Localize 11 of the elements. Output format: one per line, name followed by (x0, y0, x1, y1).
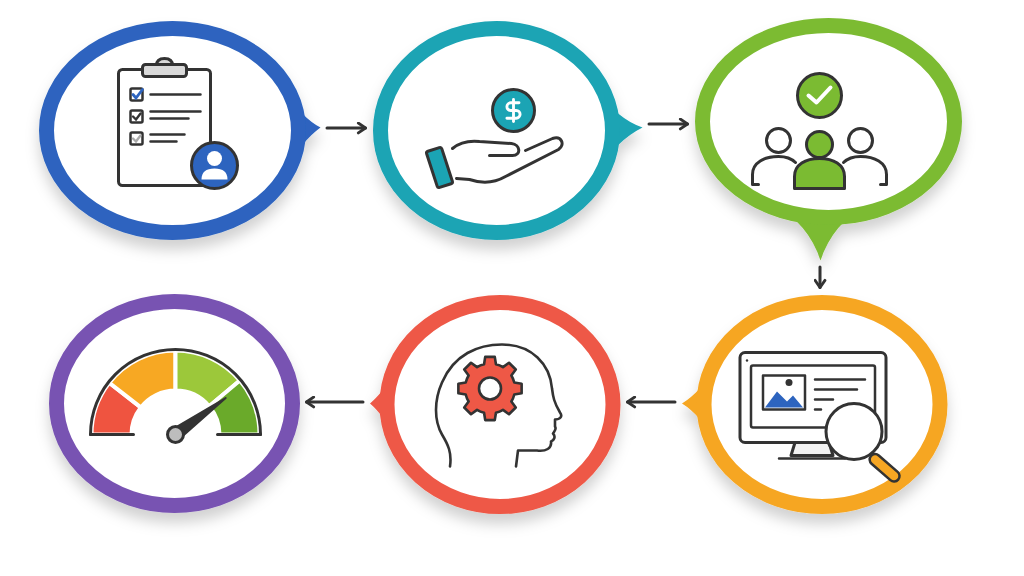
ring-frame (48, 293, 300, 513)
speech-bubble (694, 17, 962, 260)
speech-bubble (38, 20, 320, 240)
speech-bubble (370, 294, 621, 514)
arrow (325, 121, 367, 135)
arrow (626, 395, 677, 409)
speech-bubble (682, 294, 948, 514)
arrow (305, 395, 365, 409)
arrow (647, 117, 689, 131)
speech-bubble (372, 20, 642, 240)
arrow (813, 265, 827, 289)
